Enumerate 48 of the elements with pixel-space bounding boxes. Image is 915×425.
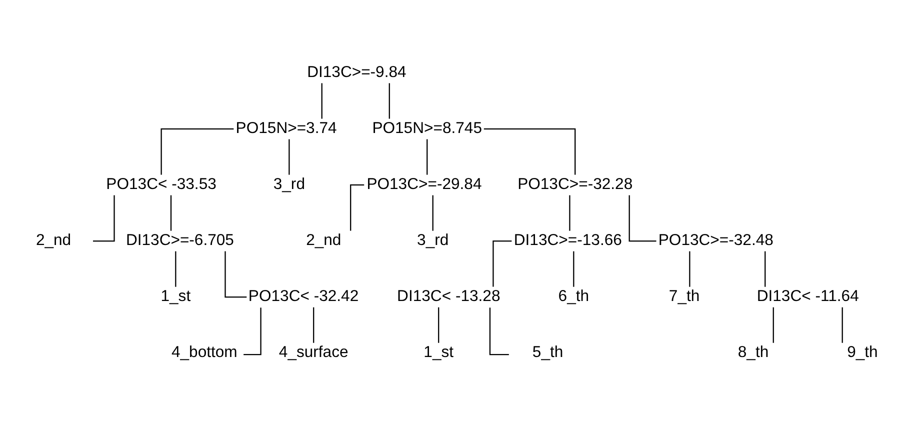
node-text: 6_th xyxy=(558,288,589,305)
node-text: PO15N>=3.74 xyxy=(235,119,336,136)
connector xyxy=(688,250,690,286)
connector xyxy=(160,128,234,174)
connector xyxy=(224,250,246,298)
node-text: PO13C>=-29.84 xyxy=(366,176,482,193)
connector xyxy=(841,306,842,342)
connector xyxy=(568,194,570,230)
node-text: DI13C< -13.28 xyxy=(396,288,500,305)
node-text: 8_th xyxy=(737,344,768,361)
node-text: PO13C< -33.53 xyxy=(106,176,216,193)
connector xyxy=(488,307,508,355)
node-text: DI13C>=-6.705 xyxy=(125,232,234,249)
connector xyxy=(312,306,314,342)
node-text: PO13C>=-32.48 xyxy=(658,232,773,249)
connector xyxy=(426,138,428,174)
node-text: 4_bottom xyxy=(170,344,237,361)
node-text: DI13C>=-9.84 xyxy=(306,63,406,80)
node-text: 5_th xyxy=(532,344,563,361)
connector xyxy=(320,82,322,118)
connector xyxy=(92,194,114,242)
node-text: 1_st xyxy=(423,344,454,361)
node-text: DI13C< -11.64 xyxy=(756,288,858,305)
connector xyxy=(438,306,439,342)
node-text: 2_nd xyxy=(35,232,71,249)
connector xyxy=(174,250,176,286)
node-text: 3_rd xyxy=(416,232,448,249)
node-text: 3_rd xyxy=(272,176,304,193)
node-text: PO13C>=-32.28 xyxy=(517,176,632,193)
connector xyxy=(492,240,512,286)
node-text: 7_th xyxy=(668,288,700,305)
connector xyxy=(764,250,766,286)
connector xyxy=(288,138,290,174)
connector xyxy=(243,307,261,355)
node-text: 9_th xyxy=(846,344,878,361)
node-text: 1_st xyxy=(160,288,190,305)
connector xyxy=(628,194,656,242)
node-text: 4_surface xyxy=(278,344,348,361)
connector xyxy=(432,194,433,230)
node-text: DI13C>=-13.66 xyxy=(513,232,622,249)
connector xyxy=(772,306,774,342)
node-text: 2_nd xyxy=(306,232,341,249)
connector xyxy=(170,194,172,230)
node-text: PO15N>=8.745 xyxy=(372,119,482,136)
connector xyxy=(572,250,574,286)
connector xyxy=(388,82,390,118)
node-text: PO13C< -32.42 xyxy=(248,288,358,305)
connector xyxy=(483,128,576,174)
